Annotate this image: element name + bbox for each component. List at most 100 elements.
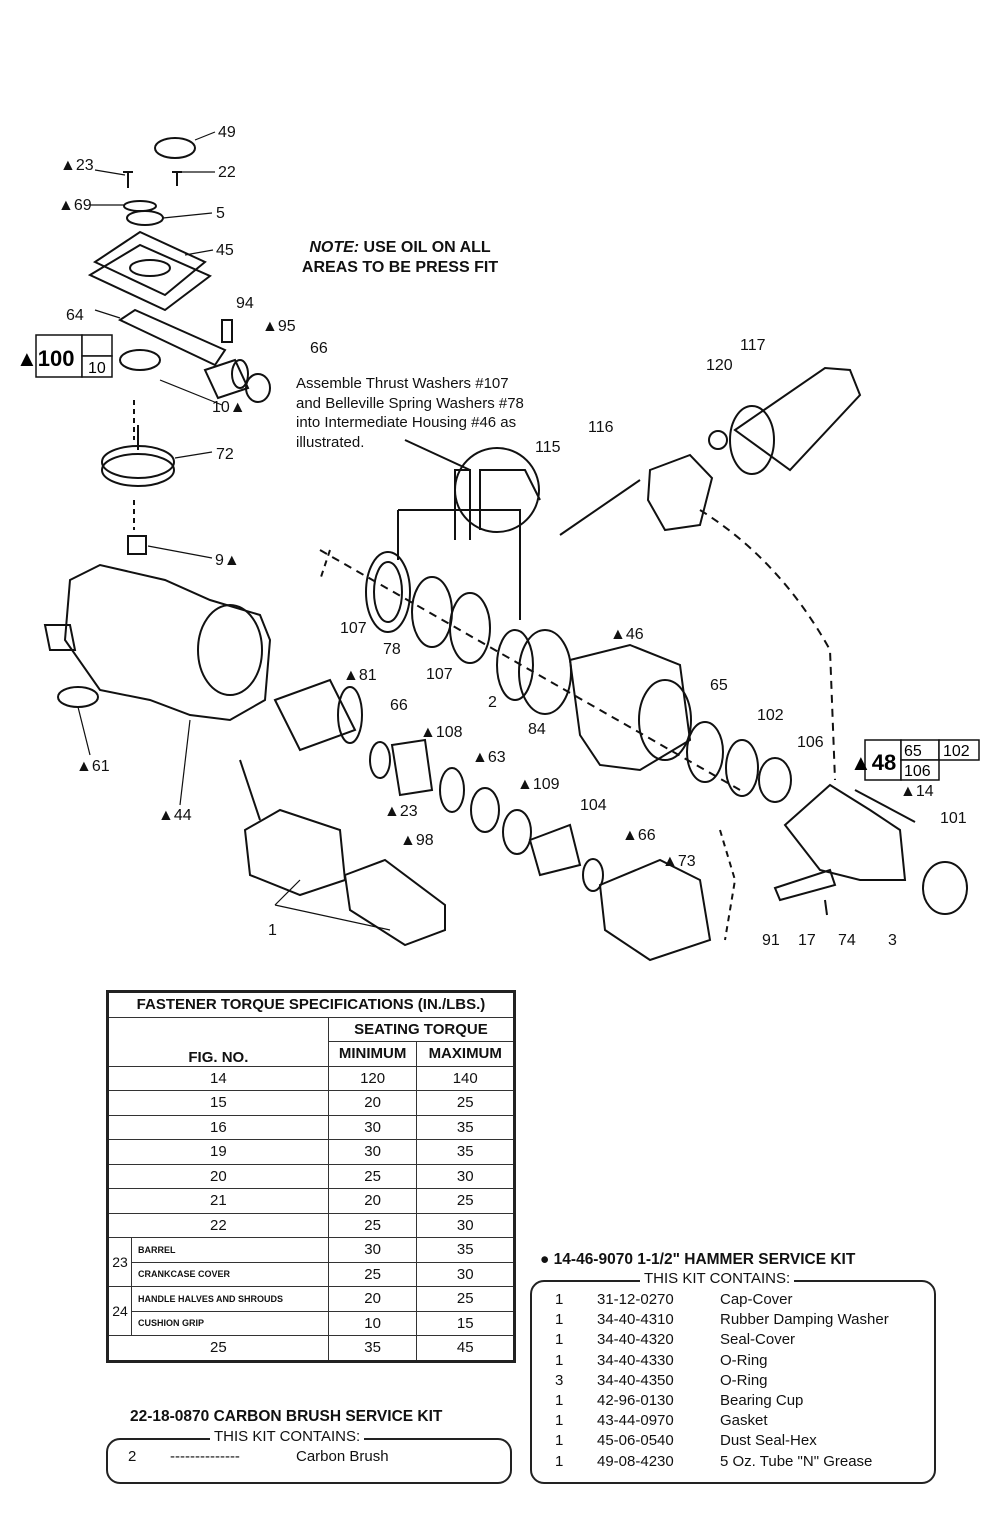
- part-nose-cap: [922, 861, 968, 915]
- carbon-kit-title: 22-18-0870 CARBON BRUSH SERVICE KIT: [130, 1408, 443, 1425]
- callout-107: 107: [340, 620, 367, 637]
- callout-104: 104: [580, 797, 607, 814]
- callout-120: 120: [706, 357, 733, 374]
- callout-17: 17: [798, 932, 816, 949]
- part-cylinder: [273, 678, 357, 752]
- callout-66b: 66: [390, 697, 408, 714]
- callout-2: 2: [488, 694, 497, 711]
- callout-73: ▲73: [662, 853, 696, 870]
- assembly-note: Assemble Thrust Washers #107 and Bellevi…: [296, 375, 524, 451]
- callout-10: 10: [88, 360, 106, 377]
- callout-3: 3: [888, 932, 897, 949]
- list-item: 2 -------------- Carbon Brush: [128, 1448, 389, 1465]
- callout-46: ▲46: [610, 626, 644, 643]
- part-front-housing: [783, 783, 907, 881]
- part-retaining-ring: [123, 200, 157, 212]
- part-gear-case: [63, 563, 272, 722]
- boxed-callout-100: ▲100 10: [16, 334, 113, 378]
- callout-61: ▲61: [76, 758, 110, 775]
- callout-5: 5: [216, 205, 225, 222]
- callout-9: 9▲: [215, 552, 240, 569]
- callout-65: 65: [710, 677, 728, 694]
- callout-109: ▲109: [517, 776, 560, 793]
- part-piston: [203, 358, 250, 400]
- callout-66: 66: [310, 340, 328, 357]
- part-side-handle: [733, 366, 862, 472]
- part-gear: [101, 445, 175, 479]
- part-crankcase-cover: [92, 230, 207, 297]
- callout-84: 84: [528, 721, 546, 738]
- callout-102: 102: [757, 707, 784, 724]
- callout-65b: 65: [904, 743, 922, 760]
- callout-106b: 106: [904, 763, 931, 780]
- torque-spec-table: FASTENER TORQUE SPECIFICATIONS (IN./LBS.…: [106, 990, 516, 1363]
- part-bearing: [126, 210, 164, 226]
- callout-98: ▲98: [400, 832, 434, 849]
- seating-torque-header: SEATING TORQUE: [327, 1016, 516, 1042]
- callout-78: 78: [383, 641, 401, 658]
- col-minimum: MINIMUM: [327, 1041, 418, 1067]
- callout-72: 72: [216, 446, 234, 463]
- callout-1: 1: [268, 922, 277, 939]
- callout-63: ▲63: [472, 749, 506, 766]
- callout-69: ▲69: [58, 197, 92, 214]
- part-screws: [123, 171, 182, 188]
- callout-74: 74: [838, 932, 856, 949]
- callout-107b: 107: [426, 666, 453, 683]
- part-o-ring: [245, 373, 271, 403]
- part-spindle: [243, 808, 347, 897]
- hammer-kit-title: ● 14-46-9070 1-1/2" HAMMER SERVICE KIT: [540, 1251, 856, 1268]
- col-maximum: MAXIMUM: [416, 1041, 515, 1067]
- carbon-kit-contains: THIS KIT CONTAINS:: [210, 1428, 365, 1445]
- callout-64: 64: [66, 307, 84, 324]
- callout-45: 45: [216, 242, 234, 259]
- part-barrel: [598, 858, 712, 962]
- callout-49: 49: [218, 124, 236, 141]
- part-pin: [221, 319, 233, 343]
- part-cap: [154, 137, 196, 159]
- torque-table-title: FASTENER TORQUE SPECIFICATIONS (IN./LBS.…: [107, 991, 515, 1018]
- part-anvil: [528, 823, 582, 877]
- callout-106: 106: [797, 734, 824, 751]
- callout-91: 91: [762, 932, 780, 949]
- part-connecting-rod: [117, 308, 227, 367]
- note-text: USE OIL ON ALL AREAS TO BE PRESS FIT: [301, 239, 499, 276]
- callout-23: ▲23: [60, 157, 94, 174]
- part-clamp: [646, 453, 714, 532]
- callout-81: ▲81: [343, 667, 377, 684]
- callout-116: 116: [588, 419, 614, 436]
- part-o-ring-61: [57, 686, 99, 708]
- callout-108: ▲108: [420, 724, 463, 741]
- detail-view-circle: [454, 447, 540, 533]
- part-intermediate-housing: [568, 643, 692, 772]
- callout-101: 101: [940, 810, 967, 827]
- callout-100: ▲100: [16, 346, 74, 371]
- col-fig-no: FIG. NO.: [107, 1016, 329, 1067]
- part-ram: [390, 738, 434, 797]
- press-fit-note: NOTE: USE OIL ON ALL AREAS TO BE PRESS F…: [300, 238, 500, 278]
- boxed-callout-48: ▲48 65 102 106: [850, 739, 980, 781]
- callout-66c: ▲66: [622, 827, 656, 844]
- callout-117: 117: [740, 337, 766, 354]
- callout-44: ▲44: [158, 807, 192, 824]
